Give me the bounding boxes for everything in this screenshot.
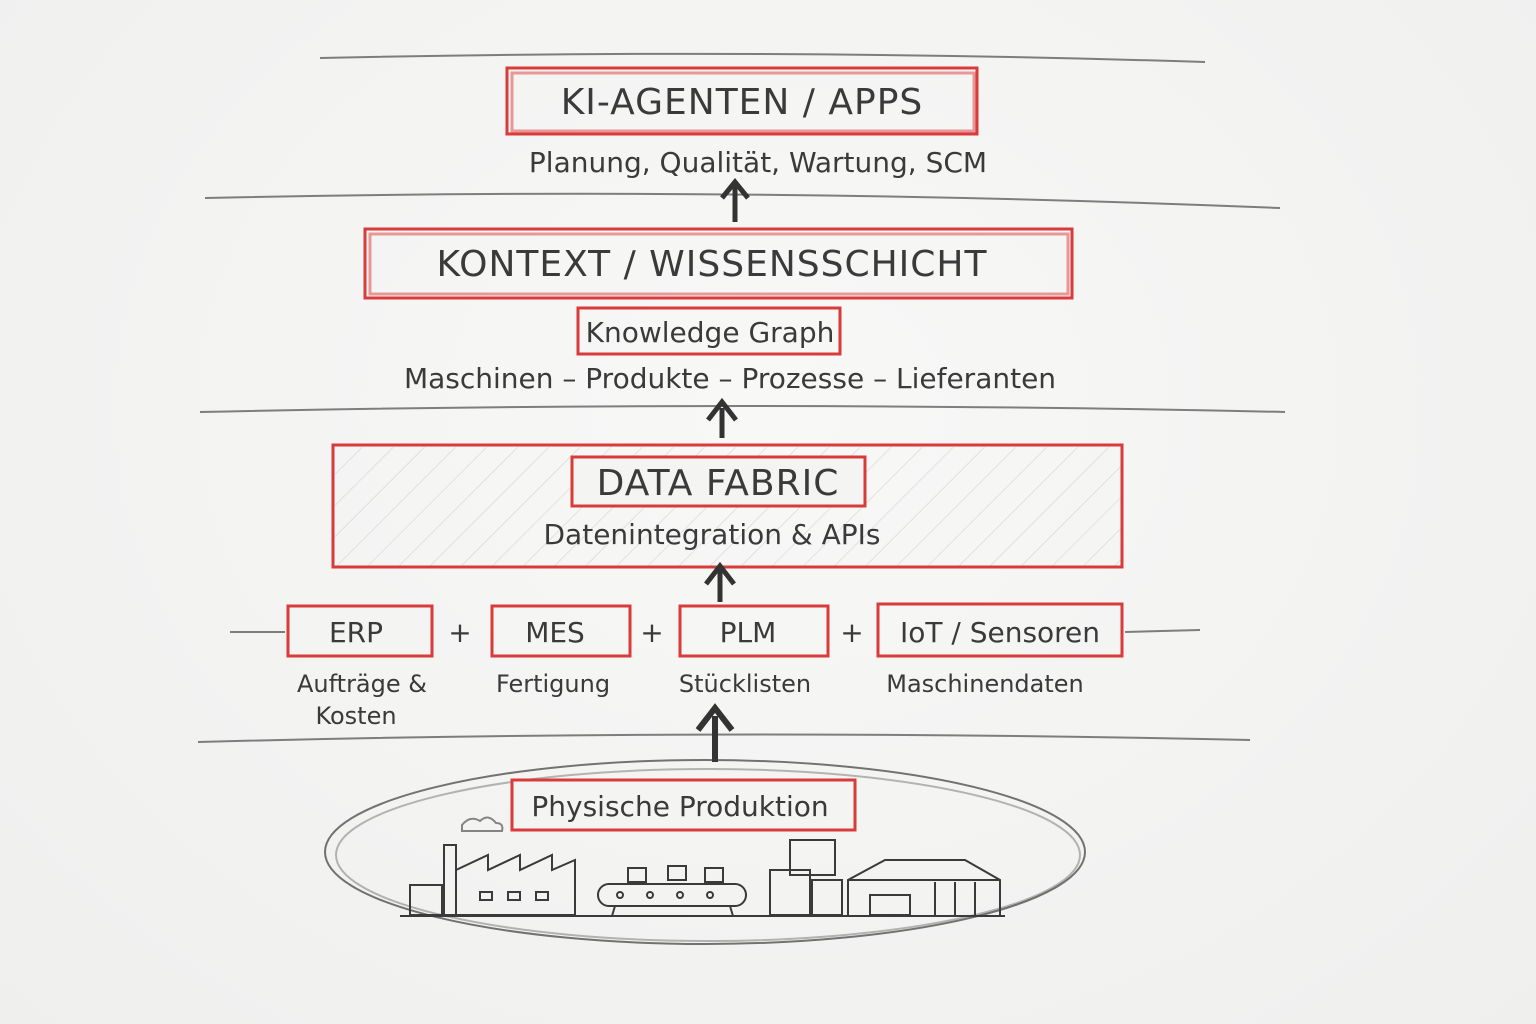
source-desc: Maschinendaten	[886, 670, 1084, 698]
context-layer: KONTEXT / WISSENSSCHICHT Knowledge Graph…	[363, 227, 1074, 395]
source-desc: Aufträge &	[297, 670, 427, 698]
plus-icon: +	[840, 616, 863, 649]
source-iot: IoT / Sensoren Maschinendaten	[876, 602, 1124, 698]
context-entities: Maschinen – Produkte – Prozesse – Liefer…	[404, 362, 1056, 395]
arrow-up-icon	[695, 703, 735, 762]
physical-title: Physische Produktion	[531, 790, 828, 823]
fabric-title: DATA FABRIC	[597, 463, 840, 504]
arrow-up-icon	[704, 561, 736, 602]
apps-title: KI-AGENTEN / APPS	[561, 82, 924, 123]
source-title: MES	[525, 616, 585, 649]
conveyor-icon	[597, 865, 747, 917]
source-title: ERP	[329, 616, 383, 649]
apps-subtitle: Planung, Qualität, Wartung, SCM	[529, 146, 987, 179]
source-systems: ERP Aufträge & Kosten + MES Fertigung + …	[286, 602, 1124, 730]
physical-layer: Physische Produktion	[324, 759, 1086, 945]
knowledge-graph-label: Knowledge Graph	[586, 316, 835, 349]
arrow-up-icon	[720, 178, 750, 222]
source-desc: Fertigung	[496, 670, 610, 698]
source-desc: Kosten	[315, 702, 396, 730]
source-plm: PLM Stücklisten	[678, 604, 830, 698]
plus-icon: +	[640, 616, 663, 649]
apps-layer: KI-AGENTEN / APPS Planung, Qualität, War…	[505, 66, 987, 179]
source-mes: MES Fertigung	[490, 604, 632, 698]
source-title: PLM	[720, 616, 777, 649]
source-desc: Stücklisten	[679, 670, 811, 698]
fabric-subtitle: Datenintegration & APIs	[544, 518, 881, 551]
plus-icon: +	[448, 616, 471, 649]
context-title: KONTEXT / WISSENSSCHICHT	[437, 244, 988, 285]
fabric-layer: DATA FABRIC Datenintegration & APIs	[331, 443, 1124, 569]
warehouse-icon	[769, 839, 1001, 916]
arrow-up-icon	[706, 397, 738, 438]
factory-icon	[400, 816, 1005, 917]
source-title: IoT / Sensoren	[900, 616, 1100, 649]
separator-lines	[197, 52, 1286, 743]
source-erp: ERP Aufträge & Kosten	[286, 604, 434, 730]
